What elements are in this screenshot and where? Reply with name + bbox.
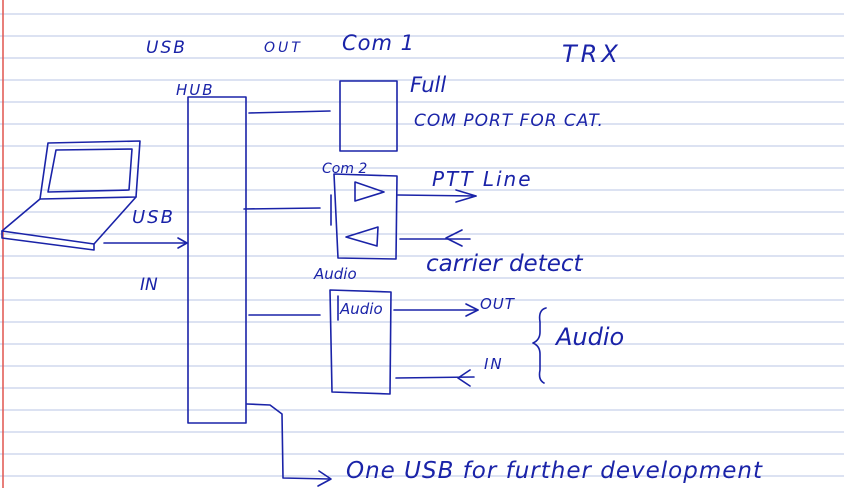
audio-brace: [532, 307, 547, 384]
full-label: Full: [410, 73, 446, 97]
in-laptop-label: IN: [140, 275, 158, 295]
carrier-detect-arrow: [399, 229, 471, 247]
com2-label: Com 2: [322, 161, 367, 177]
further-dev-arrow: [246, 403, 332, 487]
com1-label: Com 1: [342, 31, 415, 55]
com2-box: [333, 173, 398, 260]
audio-in-arrow: [395, 369, 475, 387]
audio-out-label: OUT: [480, 295, 516, 313]
ptt-triangle-icon: [354, 181, 385, 202]
usb-in-arrow: [103, 237, 188, 249]
usb-laptop-label: USB: [132, 207, 175, 228]
ptt-line-label: PTT Line: [432, 167, 533, 191]
com-port-cat-label: COM PORT FOR CAT.: [414, 111, 604, 131]
hub-com1-link: [248, 110, 331, 114]
usb-top-label: USB: [146, 38, 187, 58]
audio-out-arrow: [393, 303, 479, 317]
audio-top-label: Audio: [313, 265, 357, 283]
ruled-lines: [0, 13, 844, 477]
cd-triangle-icon: [345, 226, 379, 247]
carrier-detect-label: carrier detect: [426, 251, 584, 277]
audio-box-label: Audio: [339, 300, 383, 318]
trx-label: TRX: [562, 40, 622, 68]
hub-label: HUB: [176, 81, 215, 99]
further-dev-label: One USB for further development: [346, 458, 763, 484]
out-top-label: OUT: [264, 40, 303, 56]
audio-in-label: IN: [484, 355, 504, 373]
laptop-icon: [1, 140, 141, 251]
hub-com2-link: [243, 207, 321, 210]
com1-box: [339, 80, 398, 152]
audio-group-label: Audio: [554, 323, 624, 351]
hub-box: [187, 96, 247, 424]
ptt-arrow: [397, 189, 477, 203]
audio-box: [329, 289, 392, 395]
